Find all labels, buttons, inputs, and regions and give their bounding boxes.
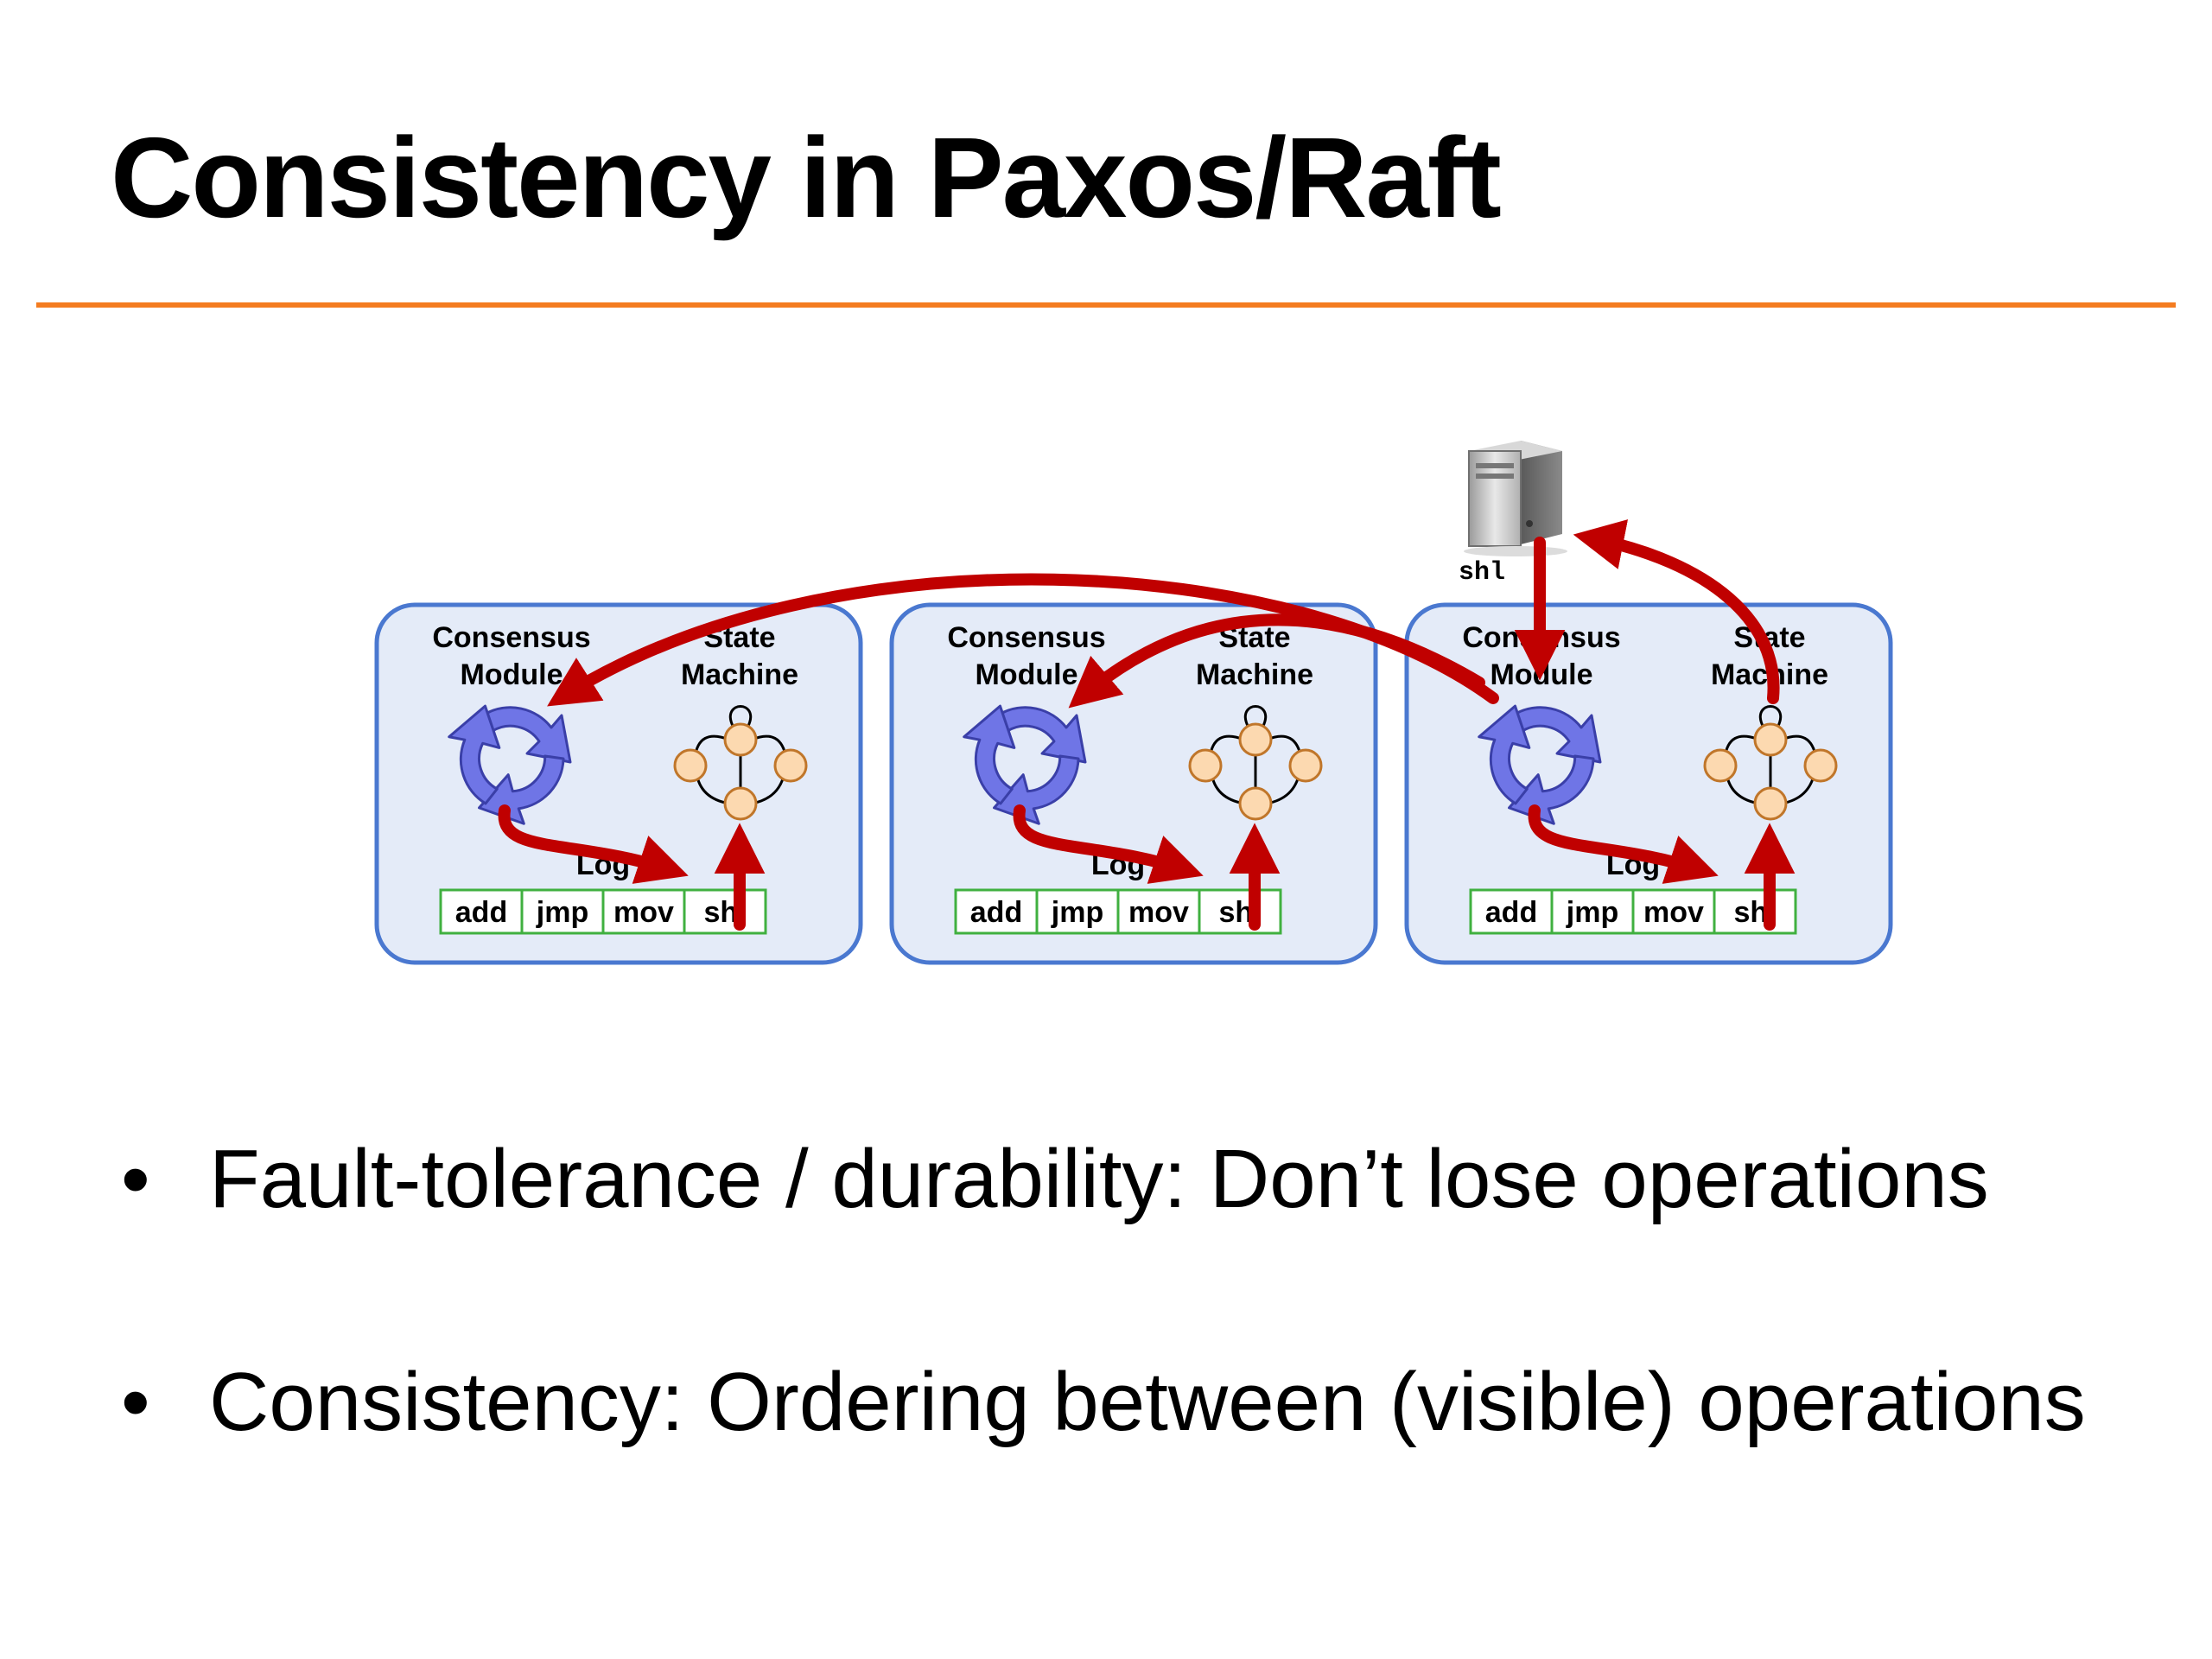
leader-to-client-arrow [1573, 519, 1780, 704]
internal-arrows [1528, 804, 1796, 931]
state-machine-graph [1188, 705, 1323, 821]
log-entry-text: mov [613, 896, 674, 929]
state-node [1753, 786, 1788, 821]
log-entry-text: add [455, 896, 507, 929]
state-node [1188, 748, 1223, 783]
log-entry-cell [439, 888, 524, 935]
log-entry-cell [1713, 888, 1797, 935]
bullet-text: Consistency: Ordering between (visible) … [209, 1356, 2086, 1448]
state-machine-graph [1703, 705, 1838, 821]
log-entry-cell [1035, 888, 1120, 935]
log-entry-cell [1198, 888, 1282, 935]
server-label: Machine [681, 658, 798, 691]
state-node [1703, 748, 1738, 783]
log-entry-text: jmp [1051, 896, 1103, 929]
log-entry-cell [1116, 888, 1201, 935]
server-label: Consensus [432, 621, 590, 654]
log-entry-cell [954, 888, 1039, 935]
bullet-text: Fault-tolerance / durability: Don’t lose… [209, 1133, 1989, 1225]
log-entry-text: jmp [1566, 896, 1618, 929]
client-command-label: shl [1459, 558, 1505, 588]
log-entry-cell [1469, 888, 1554, 935]
log-entry-cell [1550, 888, 1635, 935]
server-label: Module [461, 658, 563, 691]
server-label: Machine [1196, 658, 1313, 691]
server-label: Module [976, 658, 1078, 691]
server-icon [1464, 441, 1567, 556]
state-node [1288, 748, 1323, 783]
bullet-dot-icon: • [121, 1133, 150, 1225]
log-entry-text: add [970, 896, 1022, 929]
log-entry-text: add [1485, 896, 1537, 929]
bullet-list: • Fault-tolerance / durability: Don’t lo… [121, 1132, 2086, 1578]
title-divider [36, 302, 2176, 308]
leader-to-follower2-arrow [1068, 613, 1485, 709]
state-node [1238, 722, 1273, 757]
log-entry-cell [1631, 888, 1716, 935]
state-node [723, 722, 758, 757]
state-node [1753, 722, 1788, 757]
state-node [1238, 786, 1273, 821]
server-label: Consensus [947, 621, 1105, 654]
state-machine-graph [673, 705, 808, 821]
slide-title: Consistency in Paxos/Raft [111, 114, 1502, 241]
internal-arrows [498, 804, 766, 931]
log-entry-text: jmp [536, 896, 588, 929]
bullet-dot-icon: • [121, 1356, 150, 1448]
log-entry-cell [683, 888, 767, 935]
bullet-item: • Fault-tolerance / durability: Don’t lo… [121, 1132, 2086, 1227]
bullet-item: • Consistency: Ordering between (visible… [121, 1355, 2086, 1450]
replication-arrows [547, 519, 1780, 709]
log-entry-cell [520, 888, 605, 935]
internal-arrows [1013, 804, 1281, 931]
consensus-cycle-icon [963, 704, 1087, 825]
state-node [723, 786, 758, 821]
state-node [673, 748, 708, 783]
log-entry-text: mov [1643, 896, 1704, 929]
state-node [1803, 748, 1838, 783]
log-entry-text: mov [1128, 896, 1189, 929]
state-node [773, 748, 808, 783]
